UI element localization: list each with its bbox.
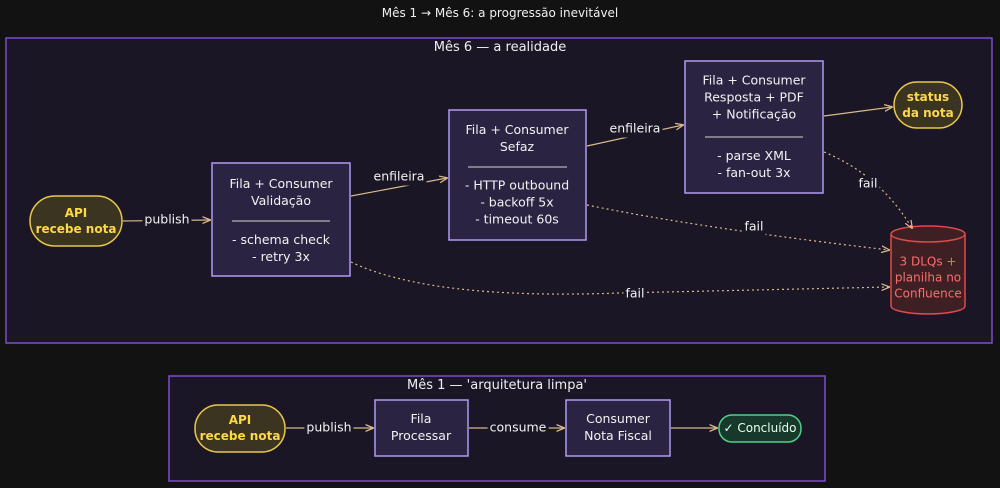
- fail-label-sefaz: fail: [742, 218, 766, 236]
- diagram-title: Mês 1 → Mês 6: a progressão inevitável: [381, 5, 619, 20]
- m6-api-label: API recebe nota: [35, 205, 117, 236]
- consumer-node: [565, 399, 671, 457]
- consumer-label: Consumer Nota Fiscal: [584, 411, 652, 443]
- sefaz-node: [448, 109, 587, 241]
- fail-label-validacao: fail: [623, 285, 647, 303]
- month6-frame-title: Mês 6 — a realidade: [433, 40, 567, 56]
- fila-node: [374, 399, 469, 457]
- resposta-details: - parse XML - fan-out 3x: [717, 148, 791, 180]
- enfileira1-arrow: [350, 178, 447, 197]
- fail-arrow-sefaz: [586, 204, 889, 250]
- enfileira2-label: enfileira: [607, 120, 663, 138]
- enfileira1-label: enfileira: [371, 168, 427, 186]
- status-arrow: [823, 107, 892, 117]
- validacao-title: Fila + Consumer Validação: [229, 176, 333, 208]
- validacao-details: - schema check - retry 3x: [232, 232, 330, 264]
- consume-label: consume: [487, 419, 549, 437]
- status-node: [893, 81, 963, 129]
- done-node: [718, 414, 802, 443]
- publish-label: publish: [142, 211, 192, 229]
- fila-label: Fila Processar: [390, 411, 452, 443]
- fail-arrow-resposta: [823, 151, 912, 228]
- m1-publish-label: publish: [304, 419, 354, 437]
- sefaz-details: - HTTP outbound - backoff 5x - timeout 6…: [464, 177, 570, 227]
- dlq-label: 3 DLQs + planilha no Confluence: [894, 254, 962, 302]
- status-label: status da nota: [902, 89, 954, 120]
- m1-api-label: API recebe nota: [199, 412, 281, 443]
- validacao-node: [211, 162, 351, 277]
- fail-arrow-validacao: [350, 261, 889, 295]
- dlq-cylinder: [890, 225, 966, 315]
- month1-frame-title: Mês 1 — 'arquitetura limpa': [407, 378, 587, 394]
- m1-api-node: [194, 404, 286, 453]
- m6-api-node: [29, 195, 123, 247]
- done-label: ✓ Concluído: [723, 420, 797, 435]
- sefaz-title: Fila + Consumer Sefaz: [465, 122, 569, 154]
- fail-label-resposta: fail: [856, 175, 880, 193]
- resposta-title: Fila + Consumer Resposta + PDF + Notific…: [702, 72, 806, 122]
- resposta-node: [684, 60, 824, 194]
